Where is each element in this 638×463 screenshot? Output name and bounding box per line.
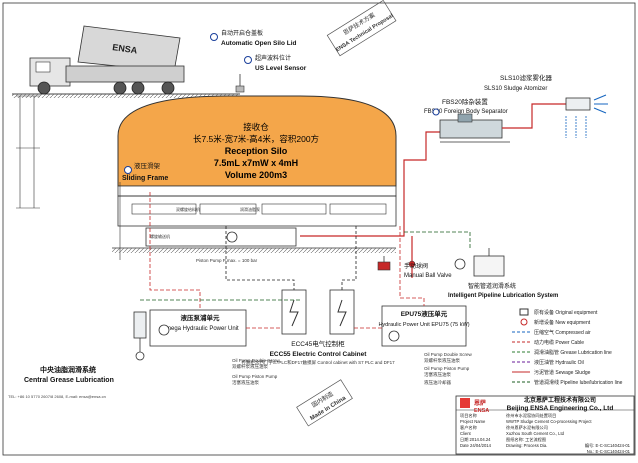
- ensa-logo-icon: [460, 398, 470, 408]
- title-row-label: Client: [460, 431, 472, 436]
- made-in-china-stamp: 国内制造 Made in China: [296, 379, 353, 427]
- svg-text:Oil Pump Piston Pump: Oil Pump Piston Pump: [424, 366, 470, 371]
- legend-label: 污泥管道 Sewage Sludge: [534, 369, 591, 376]
- title-row-value: 图纸名称: 工艺流程图: [506, 436, 546, 443]
- svg-text:SLS10滤浆雾化器: SLS10滤浆雾化器: [500, 73, 553, 82]
- svg-text:双螺杆泵液压油泵: 双螺杆泵液压油泵: [232, 363, 268, 370]
- sludge-atomizer: SLS10滤浆雾化器 SLS10 Sludge Atomizer: [484, 73, 608, 138]
- legend-label: 液压油管 Hydraulic Oil: [534, 359, 584, 366]
- svg-text:ENSA: ENSA: [474, 408, 489, 414]
- svg-text:双螺杆泵液压油泵: 双螺杆泵液压油泵: [424, 357, 460, 364]
- contact-info: TEL: +86 10 5770 2607/8 2608, E-mail: en…: [8, 394, 106, 399]
- sliding-frame-callout: 液压滑架 Sliding Frame: [119, 161, 168, 260]
- svg-text:中央油脂润滑系统: 中央油脂润滑系统: [40, 365, 96, 374]
- svg-text:液压泵浦单元: 液压泵浦单元: [181, 313, 221, 322]
- title-row-label: Project Name: [460, 419, 486, 424]
- svg-text:Omega Hydraulic Power Unit: Omega Hydraulic Power Unit: [161, 326, 239, 332]
- svg-text:Central Grease Lubrication: Central Grease Lubrication: [24, 377, 114, 384]
- svg-text:Beijing ENSA Engineering Co.,: Beijing ENSA Engineering Co., Ltd: [507, 405, 614, 412]
- svg-text:FBS20除杂装置: FBS20除杂装置: [442, 97, 488, 106]
- svg-text:Sliding Frame: Sliding Frame: [122, 175, 168, 182]
- line-connections: [140, 192, 425, 329]
- svg-text:Intelligent Pipeline Lubricati: Intelligent Pipeline Lubrication System: [448, 293, 558, 299]
- svg-text:控制柜含西门子S7PLC和DF17触摸屏 Control c: 控制柜含西门子S7PLC和DF17触摸屏 Control cabinet wit…: [241, 359, 395, 366]
- silo-dims-en: 7.5mL x7mW x 4mH: [214, 158, 298, 168]
- svg-text:Oil Pump Double Screw: Oil Pump Double Screw: [232, 358, 281, 363]
- svg-text:自动开启仓盖板: 自动开启仓盖板: [221, 29, 263, 37]
- oil-pump-notes-right: Oil Pump Double Screw 双螺杆泵液压油泵 Oil Pump …: [424, 352, 473, 386]
- silo-title-en: Reception Silo: [225, 146, 288, 156]
- central-grease-lubrication: 中央油脂润滑系统 Central Grease Lubrication: [24, 311, 147, 384]
- title-row-value: 徐州恩萨水泥有限公司: [506, 424, 548, 431]
- svg-text:液压滑架: 液压滑架: [134, 161, 161, 170]
- title-row-label: 日期 2014.04.24: [460, 437, 491, 443]
- svg-text:Oil Pump Piston Pump: Oil Pump Piston Pump: [232, 374, 278, 379]
- legend-label: 原有设备 Original equipment: [534, 309, 598, 316]
- omega-hydraulic-power-unit: 液压泵浦单元 Omega Hydraulic Power Unit: [149, 309, 247, 347]
- silo-base-structure: 双螺旋给料机 润滑油脂泵 螺旋输送机 Piston Pump P max. = …: [112, 195, 397, 263]
- svg-text:SLS10 Sludge Atomizer: SLS10 Sludge Atomizer: [484, 86, 547, 92]
- dimension-lines: [16, 95, 40, 209]
- sludge-pipeline: [300, 131, 440, 278]
- svg-text:螺旋输送机: 螺旋输送机: [150, 233, 170, 239]
- drawing-number: 编号: E-C-SC140424-01: [585, 442, 631, 449]
- svg-text:活塞液压油泵: 活塞液压油泵: [424, 371, 451, 378]
- svg-text:Automatic Open Silo Lid: Automatic Open Silo Lid: [221, 40, 297, 47]
- level-sensor-callout: 超声波料位计 US Level Sensor: [235, 54, 307, 93]
- legend-label: 压缩空气 Compressed air: [534, 329, 591, 336]
- silo-lid-callout: 自动开启仓盖板 Automatic Open Silo Lid: [210, 29, 297, 47]
- svg-text:US Level Sensor: US Level Sensor: [255, 65, 307, 72]
- legend-label: 润滑油脂管 Grease Lubrication line: [534, 349, 612, 356]
- legend-symbol-box: [519, 308, 529, 316]
- title-row-value: Drawing: Process Dia.: [506, 443, 547, 448]
- silo-volume: Volume 200m3: [225, 170, 287, 180]
- electric-control-cabinet: ECC45电气控制柜 ECC55 Electric Control Cabine…: [241, 289, 395, 366]
- svg-text:润滑油脂泵: 润滑油脂泵: [240, 206, 260, 212]
- pipeline-lubrication-system: 智能管道润滑系统 Intelligent Pipeline Lubricatio…: [404, 231, 558, 299]
- svg-text:FBS20 Foreign Body Separator: FBS20 Foreign Body Separator: [424, 109, 508, 115]
- drawing-number: No.: E-C-SC140424-01: [587, 449, 631, 454]
- svg-text:手动球阀: 手动球阀: [404, 262, 428, 270]
- svg-text:活塞液压油泵: 活塞液压油泵: [232, 379, 259, 386]
- manual-ball-valve: 手动球阀 Manual Ball Valve: [377, 256, 452, 279]
- svg-text:超声波料位计: 超声波料位计: [255, 54, 291, 62]
- oil-pump-notes-left: Oil Pump Double Screw 双螺杆泵液压油泵 Oil Pump …: [232, 358, 281, 386]
- svg-text:ECC45电气控制柜: ECC45电气控制柜: [291, 339, 345, 348]
- svg-text:ENSA: ENSA: [112, 42, 139, 55]
- legend-symbol-circle: [520, 318, 528, 326]
- svg-text:ECC55 Electric Control Cabinet: ECC55 Electric Control Cabinet: [270, 351, 368, 358]
- legend-label: 动力电缆 Power Cable: [534, 339, 584, 346]
- legend-label: 新增设备 New equipment: [534, 319, 591, 326]
- svg-text:Manual Ball Valve: Manual Ball Valve: [404, 273, 452, 279]
- legend-label: 管道润滑线 Pipeline lube/lubrication line: [534, 379, 623, 386]
- svg-text:Hydraulic Power Unit EPU75 (75: Hydraulic Power Unit EPU75 (75 kW): [378, 322, 469, 328]
- ground-surface: [12, 93, 240, 98]
- title-row-label: 客户名称: [460, 424, 477, 431]
- dump-truck-icon: ENSA: [29, 25, 185, 95]
- svg-text:Piston Pump P max. = 100 bar: Piston Pump P max. = 100 bar: [196, 258, 258, 263]
- silo-dims-cn: 长7.5米-宽7米-高4米，容积200方: [193, 134, 319, 144]
- title-row-label: Date 24/04/2014: [460, 443, 492, 448]
- title-row-value: WWTP Sludge Cement Co-processing Project: [506, 419, 592, 424]
- foreign-body-separator: FBS20除杂装置 FBS20 Foreign Body Separator: [424, 97, 510, 143]
- svg-text:液压油冷却器: 液压油冷却器: [424, 379, 451, 386]
- silo-title-cn: 接收仓: [243, 122, 269, 132]
- title-row-value: 徐州市水泥窑协同处置项目: [506, 412, 556, 419]
- legend: 原有设备 Original equipment 新增设备 New equipmen…: [512, 308, 623, 386]
- tech-proposal-stamp: 恩萨技术方案 ENSA Technical Proposal: [326, 0, 397, 57]
- svg-text:Oil Pump Double Screw: Oil Pump Double Screw: [424, 352, 473, 357]
- drawing-frame: [2, 2, 636, 456]
- svg-text:北京恩萨工程技术有限公司: 北京恩萨工程技术有限公司: [524, 396, 596, 404]
- svg-text:恩萨: 恩萨: [474, 399, 486, 407]
- title-block: 恩萨 ENSA 北京恩萨工程技术有限公司 Beijing ENSA Engine…: [455, 395, 635, 455]
- reception-silo: 接收仓 长7.5米-宽7米-高4米，容积200方 Reception Silo …: [117, 95, 397, 197]
- title-row-value: Xuzhou South Cement Co., Ltd: [506, 431, 565, 436]
- svg-text:智能管道润滑系统: 智能管道润滑系统: [468, 282, 516, 290]
- svg-text:EPU75液压单元: EPU75液压单元: [401, 309, 448, 318]
- svg-text:双螺旋给料机: 双螺旋给料机: [176, 206, 200, 212]
- title-row-label: 项目名称: [460, 412, 477, 419]
- epu75-hydraulic-unit: EPU75液压单元 Hydraulic Power Unit EPU75 (75…: [378, 305, 470, 347]
